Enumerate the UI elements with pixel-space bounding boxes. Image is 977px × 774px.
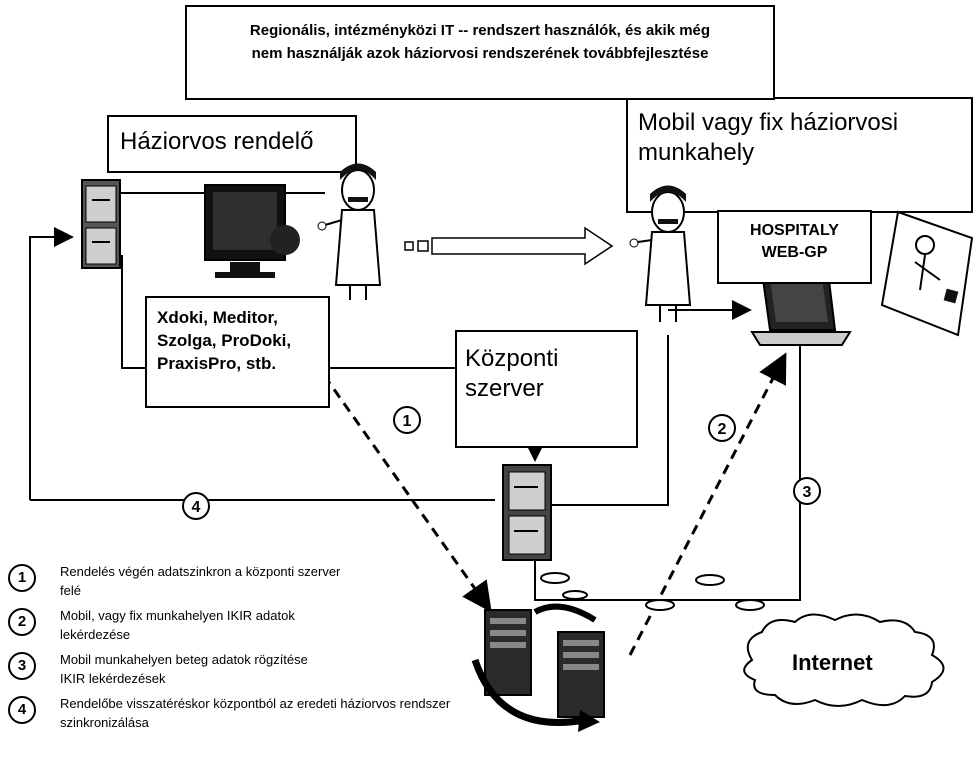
clipboard-drawing-icon (880, 210, 974, 337)
marker-2-label: 2 (718, 421, 727, 438)
marker-1-label: 1 (403, 413, 412, 430)
marker-4: 4 (182, 492, 210, 520)
mobil-label-line-2: munkahely (638, 139, 755, 166)
software-list-box: Xdoki, Meditor, Szolga, ProDoki, PraxisP… (145, 296, 330, 408)
haziorvos-frame (107, 115, 357, 173)
hospitaly-box: HOSPITALY WEB-GP (717, 210, 872, 284)
marker-2: 2 (708, 414, 736, 442)
legend-item-3: 3 Mobil munkahelyen beteg adatok rögzíté… (4, 650, 504, 688)
legend-3-line-1: Mobil munkahelyen beteg adatok rögzítése (60, 652, 308, 667)
title-box: Regionális, intézményközi IT -- rendszer… (185, 5, 775, 100)
link-loop-4 (29, 227, 74, 500)
software-line-3: PraxisPro, stb. (157, 354, 277, 373)
kozponti-line-2: szerver (465, 375, 544, 402)
legend-number-1: 1 (8, 564, 36, 592)
legend-3-line-2: IKIR lekérdezések (60, 671, 166, 686)
legend-item-1: 1 Rendelés végén adatszinkron a központi… (4, 562, 504, 600)
haziorvos-label: Háziorvos rendelő (120, 128, 314, 155)
legend-number-4: 4 (8, 696, 36, 724)
internet-label: Internet (792, 650, 873, 675)
legend-1-line-1: Rendelés végén adatszinkron a központi s… (60, 564, 341, 579)
legend: 1 Rendelés végén adatszinkron a központi… (4, 562, 504, 738)
legend-item-4: 4 Rendelőbe visszatéréskor központból az… (4, 694, 504, 732)
transfer-arrow (404, 226, 614, 266)
central-server-icon (502, 464, 552, 561)
software-line-1: Xdoki, Meditor, (157, 308, 278, 327)
marker-1: 1 (393, 406, 421, 434)
kozponti-line-1: Központi (465, 345, 559, 372)
mobil-label: Mobil vagy fix háziorvosi munkahely (638, 108, 898, 168)
internet-cloud-shape (743, 613, 945, 707)
hospitaly-label: HOSPITALY WEB-GP (719, 220, 870, 264)
software-line-2: Szolga, ProDoki, (157, 331, 292, 350)
doctor-figure-left (317, 163, 382, 300)
link-right-central (535, 335, 669, 506)
monitor-icon (204, 184, 300, 278)
legend-item-2: 2 Mobil, vagy fix munkahelyen IKIR adato… (4, 606, 504, 644)
title-line-2: nem használják azok háziorvosi rendszeré… (251, 45, 709, 62)
doctor-figure-right (629, 185, 692, 322)
hospitaly-line-2: WEB-GP (761, 244, 828, 261)
laptop-icon (750, 271, 852, 346)
network-ovals (540, 572, 765, 611)
ikir-servers-icon (471, 603, 605, 732)
file-cabinet-icon (81, 179, 121, 269)
legend-number-2: 2 (8, 608, 36, 636)
legend-4-line-1: Rendelőbe visszatéréskor központból az e… (60, 696, 451, 711)
title-line-1: Regionális, intézményközi IT -- rendszer… (249, 22, 711, 39)
marker-4-label: 4 (192, 499, 201, 516)
mobil-label-line-1: Mobil vagy fix háziorvosi (638, 109, 899, 136)
kozponti-szerver-box: Központi szerver (455, 330, 638, 448)
hospitaly-line-1: HOSPITALY (750, 222, 839, 239)
legend-2-line-1: Mobil, vagy fix munkahelyen IKIR adatok (60, 608, 295, 623)
legend-2-line-2: lekérdezése (60, 627, 131, 642)
legend-4-line-2: szinkronizálása (60, 715, 149, 730)
legend-1-line-2: felé (60, 583, 81, 598)
legend-number-3: 3 (8, 652, 36, 680)
marker-3-label: 3 (803, 484, 812, 501)
marker-3: 3 (793, 477, 821, 505)
